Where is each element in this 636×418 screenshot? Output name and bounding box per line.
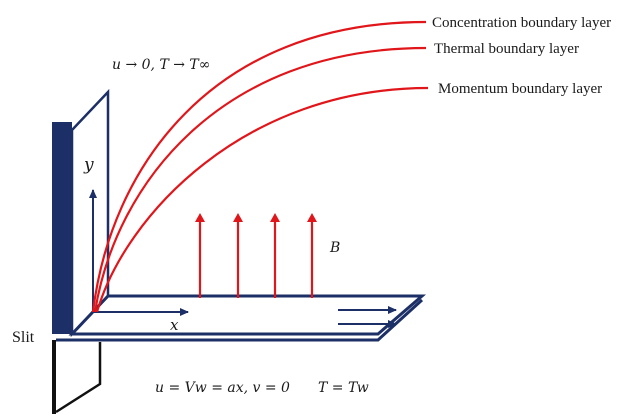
y-axis-label: y [83, 155, 94, 175]
sheet-lower-edge [56, 298, 424, 342]
thermal-boundary-curve [93, 46, 427, 313]
magnetic-field-arrows [195, 213, 317, 298]
far-field-condition: u → 0, T → T∞ [112, 57, 210, 73]
flow-arrows [338, 306, 397, 328]
x-axis-label: x [170, 316, 179, 334]
thermal-label: Thermal boundary layer [434, 41, 579, 57]
magnetic-field-label: B [329, 240, 340, 256]
wall-velocity-condition: u = Vw = ax, v = 0 [155, 380, 290, 396]
concentration-boundary-curve [91, 20, 427, 313]
wall-lower-panel [55, 342, 102, 414]
momentum-boundary-curve [95, 86, 429, 313]
slit-label: Slit [12, 329, 35, 346]
stretching-sheet [68, 294, 427, 336]
wall-temperature-condition: T = Tw [318, 380, 369, 396]
momentum-label: Momentum boundary layer [438, 81, 602, 97]
concentration-label: Concentration boundary layer [432, 15, 611, 31]
wall-bar [52, 122, 72, 334]
